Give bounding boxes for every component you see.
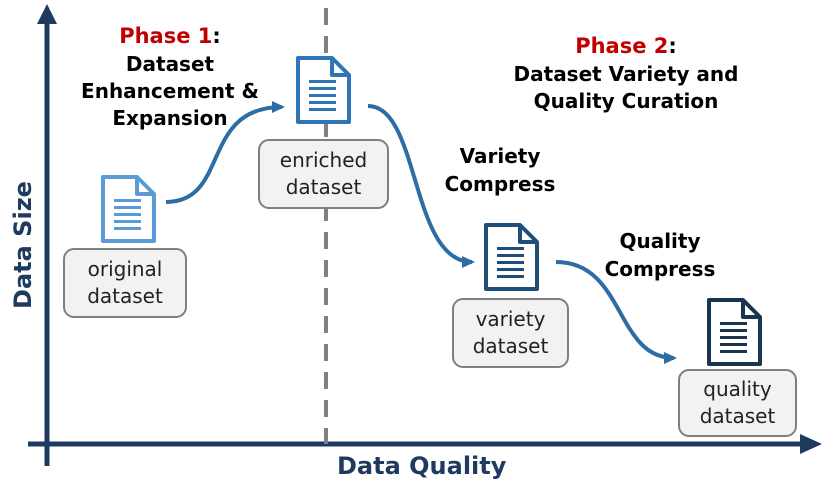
- enriched-dataset-box: enriched dataset: [258, 139, 389, 209]
- document-icon: [296, 56, 351, 124]
- phase2-title: Phase 2:: [506, 33, 746, 60]
- variety-dataset-box: variety dataset: [452, 298, 569, 368]
- flow-arrow-enhance: [165, 101, 285, 204]
- variety-compress-label: Variety Compress: [420, 142, 580, 198]
- quality-compress-label: Quality Compress: [580, 227, 740, 283]
- quality-compress-line: Quality: [619, 229, 701, 253]
- enriched-dataset-line: dataset: [285, 175, 362, 199]
- original-dataset-line: original: [87, 257, 163, 281]
- phase1-title: Phase 1:: [65, 23, 275, 50]
- variety-compress-line: Variety: [459, 144, 541, 168]
- phase1-line: Enhancement &: [81, 79, 259, 103]
- document-icon: [484, 223, 539, 291]
- quality-compress-line: Compress: [604, 257, 716, 281]
- variety-dataset-line: dataset: [472, 334, 549, 358]
- variety-compress-line: Compress: [444, 172, 556, 196]
- phase1-description: Dataset Enhancement & Expansion: [55, 51, 285, 132]
- phase1-title-label: Phase 1: [119, 24, 213, 48]
- flow-arrow-variety-compress: [367, 104, 475, 268]
- phase1-title-colon: :: [212, 24, 221, 48]
- phase2-description: Dataset Variety and Quality Curation: [491, 61, 761, 115]
- original-dataset-line: dataset: [87, 284, 163, 308]
- phase2-title-colon: :: [668, 34, 677, 58]
- y-axis-label: Data Size: [9, 181, 37, 309]
- original-dataset-box: original dataset: [63, 248, 187, 318]
- x-axis-label: Data Quality: [337, 452, 507, 480]
- enriched-dataset-line: enriched: [279, 148, 368, 172]
- phase2-line: Quality Curation: [533, 89, 719, 113]
- document-icon: [707, 298, 762, 366]
- quality-dataset-box: quality dataset: [678, 369, 797, 437]
- phase2-line: Dataset Variety and: [513, 62, 739, 86]
- phase1-line: Dataset: [125, 52, 215, 76]
- variety-dataset-line: variety: [475, 307, 546, 331]
- document-icon: [101, 175, 156, 243]
- quality-dataset-line: dataset: [699, 404, 776, 428]
- flow-arrow-quality-compress: [555, 260, 677, 364]
- quality-dataset-line: quality: [703, 377, 772, 401]
- y-axis-arrowhead: [37, 4, 57, 24]
- phase1-line: Expansion: [112, 106, 228, 130]
- x-axis-arrowhead: [800, 434, 822, 454]
- phase2-title-label: Phase 2: [575, 34, 669, 58]
